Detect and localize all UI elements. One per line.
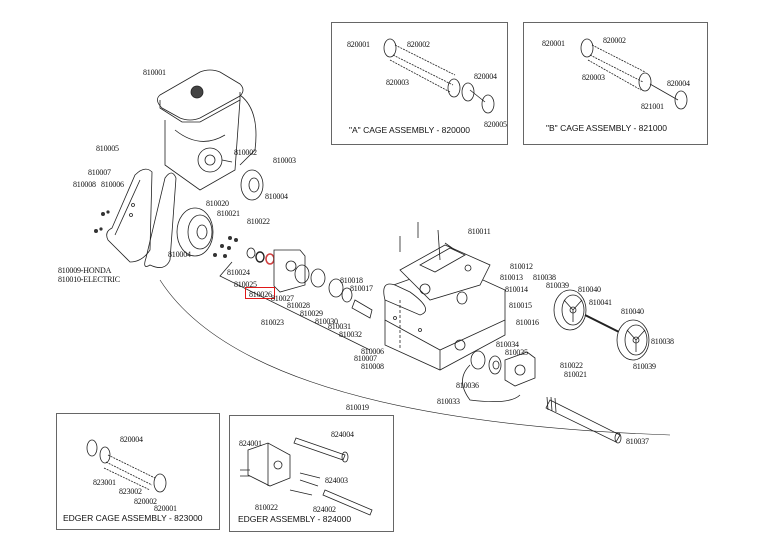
- part-label-810005[interactable]: 810005: [96, 144, 119, 153]
- part-label-810001[interactable]: 810001: [143, 68, 166, 77]
- part-label-810008[interactable]: 810008: [361, 362, 384, 371]
- part-label[interactable]: 820003: [582, 73, 605, 82]
- part-label-810008[interactable]: 810008: [73, 180, 96, 189]
- part-label-810017[interactable]: 810017: [350, 284, 373, 293]
- part-label-810019[interactable]: 810019: [346, 403, 369, 412]
- cage-a-caption: "A" CAGE ASSEMBLY - 820000: [349, 125, 471, 135]
- part-label-810010[interactable]: 810010-ELECTRIC: [58, 275, 120, 284]
- part-label-810039[interactable]: 810039: [546, 281, 569, 290]
- edger-cage-drawing: [86, 439, 167, 493]
- edger-caption: EDGER ASSEMBLY - 824000: [238, 514, 352, 524]
- part-label-810021[interactable]: 810021: [217, 209, 240, 218]
- part-label-810031[interactable]: 810031: [328, 322, 351, 331]
- part-label-810024[interactable]: 810024: [227, 268, 250, 277]
- part-label[interactable]: 820004: [120, 435, 143, 444]
- part-label-810007[interactable]: 810007: [88, 168, 111, 177]
- part-label-810040[interactable]: 810040: [621, 307, 644, 316]
- part-label-810020[interactable]: 810020: [206, 199, 229, 208]
- cage-a-drawing: [383, 38, 495, 114]
- top-plate-810011-drawing: [399, 222, 491, 305]
- part-label-810038[interactable]: 810038: [533, 273, 556, 282]
- part-label[interactable]: 824004: [331, 430, 354, 439]
- part-label-810009[interactable]: 810009-HONDA: [58, 266, 112, 275]
- wheel-810040-left-drawing: [553, 289, 587, 331]
- part-label[interactable]: 820004: [667, 79, 690, 88]
- part-label-810004[interactable]: 810004: [265, 192, 288, 201]
- part-label-810026[interactable]: 810026: [249, 290, 272, 299]
- part-label[interactable]: 820001: [542, 39, 565, 48]
- part-label-810015[interactable]: 810015: [509, 301, 532, 310]
- part-label-810022[interactable]: 810022: [247, 217, 270, 226]
- part-label[interactable]: 821001: [641, 102, 664, 111]
- part-label[interactable]: 820004: [474, 72, 497, 81]
- part-label-810028[interactable]: 810028: [287, 301, 310, 310]
- part-label[interactable]: 820001: [347, 40, 370, 49]
- part-label-810035[interactable]: 810035: [505, 348, 528, 357]
- part-label[interactable]: 820002: [407, 40, 430, 49]
- edger-drawing: [240, 437, 373, 516]
- edger-assembly-box: EDGER ASSEMBLY - 824000: [229, 415, 394, 532]
- part-label-810039[interactable]: 810039: [633, 362, 656, 371]
- bracket-line: [219, 261, 371, 351]
- part-label-810022[interactable]: 810022: [560, 361, 583, 370]
- hardware-drawing: [94, 210, 238, 258]
- part-label-810002[interactable]: 810002: [234, 148, 257, 157]
- part-label-810041[interactable]: 810041: [589, 298, 612, 307]
- part-label-810032[interactable]: 810032: [339, 330, 362, 339]
- part-label-810036[interactable]: 810036: [456, 381, 479, 390]
- part-label[interactable]: 823001: [93, 478, 116, 487]
- part-label[interactable]: 820001: [154, 504, 177, 513]
- wheel-810040-right-drawing: [616, 319, 650, 361]
- part-label-810007[interactable]: 810007: [354, 354, 377, 363]
- part-label-810014[interactable]: 810014: [505, 285, 528, 294]
- cage-b-caption: "B" CAGE ASSEMBLY - 821000: [546, 123, 668, 133]
- part-label-810034[interactable]: 810034: [496, 340, 519, 349]
- belt-guard-drawing: [106, 168, 153, 263]
- part-label-810025[interactable]: 810025: [234, 280, 257, 289]
- part-label-810030[interactable]: 810030: [315, 317, 338, 326]
- part-label[interactable]: 820002: [603, 36, 626, 45]
- part-label[interactable]: 824003: [325, 476, 348, 485]
- edger-cage-assembly-box: EDGER CAGE ASSEMBLY - 823000: [56, 413, 220, 530]
- part-label-810012[interactable]: 810012: [510, 262, 533, 271]
- part-label-810038[interactable]: 810038: [651, 337, 674, 346]
- part-label[interactable]: 824002: [313, 505, 336, 514]
- part-label-810003[interactable]: 810003: [273, 156, 296, 165]
- clutch-810020-drawing: [176, 207, 214, 257]
- bearing-810035-drawing: [462, 350, 536, 403]
- engine-drawing: [157, 69, 257, 191]
- edger-cage-caption: EDGER CAGE ASSEMBLY - 823000: [63, 513, 203, 523]
- part-label-810018[interactable]: 810018: [340, 276, 363, 285]
- part-label-810006[interactable]: 810006: [101, 180, 124, 189]
- part-label-810029[interactable]: 810029: [300, 309, 323, 318]
- part-label-810040[interactable]: 810040: [578, 285, 601, 294]
- cage-a-assembly-box: "A" CAGE ASSEMBLY - 820000: [331, 22, 508, 145]
- part-label[interactable]: 823002: [119, 487, 142, 496]
- part-label[interactable]: 820003: [386, 78, 409, 87]
- part-label[interactable]: 820002: [134, 497, 157, 506]
- part-label-810011[interactable]: 810011: [468, 227, 491, 236]
- v-belt-drawing: [144, 172, 177, 268]
- part-label-810037[interactable]: 810037: [626, 437, 649, 446]
- part-label[interactable]: 810022: [255, 503, 278, 512]
- part-label-810013[interactable]: 810013: [500, 273, 523, 282]
- part-label-810033[interactable]: 810033: [437, 397, 460, 406]
- axle-810037-drawing: [545, 396, 622, 444]
- part-label-810021[interactable]: 810021: [564, 370, 587, 379]
- part-label-810027[interactable]: 810027: [271, 294, 294, 303]
- highlight-box-810026: [245, 287, 275, 299]
- part-label[interactable]: 820005: [484, 120, 507, 129]
- cage-b-assembly-box: "B" CAGE ASSEMBLY - 821000: [523, 22, 708, 145]
- bearing-plate-810027-drawing: [246, 247, 373, 319]
- part-label-810004[interactable]: 810004: [168, 250, 191, 259]
- part-label-810006[interactable]: 810006: [361, 347, 384, 356]
- part-label[interactable]: 824001: [239, 439, 262, 448]
- part-label-810023[interactable]: 810023: [261, 318, 284, 327]
- part-label-810016[interactable]: 810016: [516, 318, 539, 327]
- pulley-810003-drawing: [240, 169, 264, 201]
- cage-b-drawing: [580, 38, 688, 110]
- cable-810019-drawing: [159, 279, 671, 436]
